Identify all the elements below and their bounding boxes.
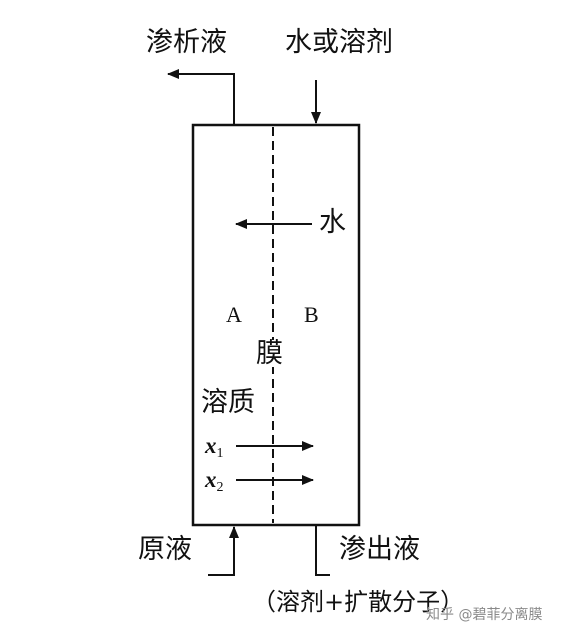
x2-label: x2 (205, 467, 224, 495)
watermark-platform: 知乎 (426, 607, 454, 623)
side-b-label: B (304, 302, 319, 327)
watermark: 知乎 @碧菲分离膜 (426, 608, 542, 622)
solute-label: 溶质 (201, 387, 255, 418)
permeate-note-label: （溶剂+扩散分子） (252, 588, 465, 616)
side-a-label: A (226, 302, 242, 327)
permeate-label: 渗出液 (339, 534, 420, 565)
dialysate-outlet-arrow (167, 69, 235, 125)
water-label: 水 (319, 207, 346, 238)
feed-inlet-arrow (208, 526, 239, 576)
dialysate-label: 渗析液 (146, 27, 227, 58)
water-or-solvent-label: 水或溶剂 (285, 27, 393, 58)
membrane-label: 膜 (256, 338, 283, 369)
feed-label: 原液 (138, 534, 192, 565)
vessel-box (191, 123, 361, 527)
watermark-author: @碧菲分离膜 (458, 607, 543, 623)
permeate-outlet-arrow (315, 525, 330, 576)
x1-label: x1 (205, 433, 224, 461)
